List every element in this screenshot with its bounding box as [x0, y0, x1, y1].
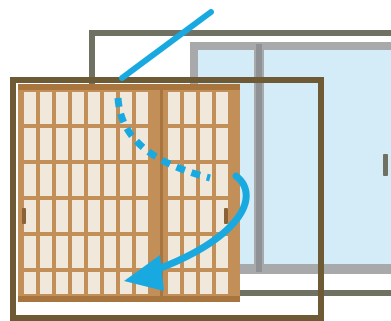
shoji-paper-pane — [184, 200, 196, 232]
shoji-paper-pane — [24, 128, 36, 160]
shoji-paper-pane — [56, 128, 68, 160]
shoji-paper-pane — [88, 164, 100, 196]
shoji-paper-pane — [88, 272, 100, 294]
shoji-paper-pane — [88, 92, 100, 124]
window-handle-icon — [383, 154, 388, 176]
shoji-paper-pane — [56, 200, 68, 232]
shoji-paper-pane — [104, 236, 116, 268]
shoji-paper-pane — [104, 92, 116, 124]
shoji-paper-pane — [56, 92, 68, 124]
shoji-paper-pane — [136, 236, 148, 268]
shoji-paper-pane — [168, 128, 180, 160]
shoji-paper-pane — [104, 272, 116, 294]
shoji-screen — [18, 84, 240, 302]
shoji-paper-pane — [200, 272, 212, 294]
shoji-paper-pane — [184, 272, 196, 294]
shoji-paper-pane — [56, 164, 68, 196]
shoji-paper-pane — [40, 272, 52, 294]
shoji-paper-pane — [24, 272, 36, 294]
shoji-paper-pane — [200, 200, 212, 232]
shoji-paper-pane — [72, 272, 84, 294]
shoji-paper-pane — [120, 272, 132, 294]
shoji-paper-pane — [40, 164, 52, 196]
shoji-paper-pane — [40, 236, 52, 268]
shoji-paper-pane — [40, 92, 52, 124]
shoji-handle-icon — [22, 208, 26, 224]
shoji-paper-pane — [120, 200, 132, 232]
shoji-paper-pane — [40, 200, 52, 232]
shoji-paper-pane — [184, 164, 196, 196]
shoji-paper-pane — [24, 236, 36, 268]
shoji-paper-pane — [168, 92, 180, 124]
shoji-paper-pane — [136, 164, 148, 196]
shoji-paper-pane — [24, 164, 36, 196]
shoji-paper-pane — [120, 164, 132, 196]
shoji-paper-pane — [56, 236, 68, 268]
shoji-paper-pane — [24, 92, 36, 124]
shoji-paper-pane — [56, 272, 68, 294]
shoji-paper-pane — [216, 164, 228, 196]
shoji-paper-pane — [136, 92, 148, 124]
shoji-paper-pane — [72, 200, 84, 232]
shoji-paper-pane — [104, 128, 116, 160]
shoji-handle-icon — [224, 208, 228, 224]
shoji-paper-pane — [104, 200, 116, 232]
shoji-paper-pane — [88, 128, 100, 160]
shoji-paper-pane — [168, 200, 180, 232]
shoji-paper-pane — [216, 272, 228, 294]
shoji-paper-pane — [136, 200, 148, 232]
shoji-paper-pane — [72, 128, 84, 160]
shoji-paper-pane — [184, 128, 196, 160]
shoji-paper-pane — [168, 272, 180, 294]
shoji-paper-pane — [200, 164, 212, 196]
shoji-paper-pane — [184, 92, 196, 124]
shoji-paper-pane — [72, 236, 84, 268]
shoji-paper-pane — [72, 92, 84, 124]
shoji-paper-pane — [200, 92, 212, 124]
shoji-paper-pane — [120, 236, 132, 268]
shoji-paper-pane — [40, 128, 52, 160]
shoji-paper-pane — [88, 200, 100, 232]
shoji-paper-pane — [216, 128, 228, 160]
shoji-paper-pane — [200, 128, 212, 160]
shoji-paper-pane — [104, 164, 116, 196]
shoji-paper-pane — [216, 92, 228, 124]
shoji-paper-pane — [72, 164, 84, 196]
shoji-paper-pane — [88, 236, 100, 268]
